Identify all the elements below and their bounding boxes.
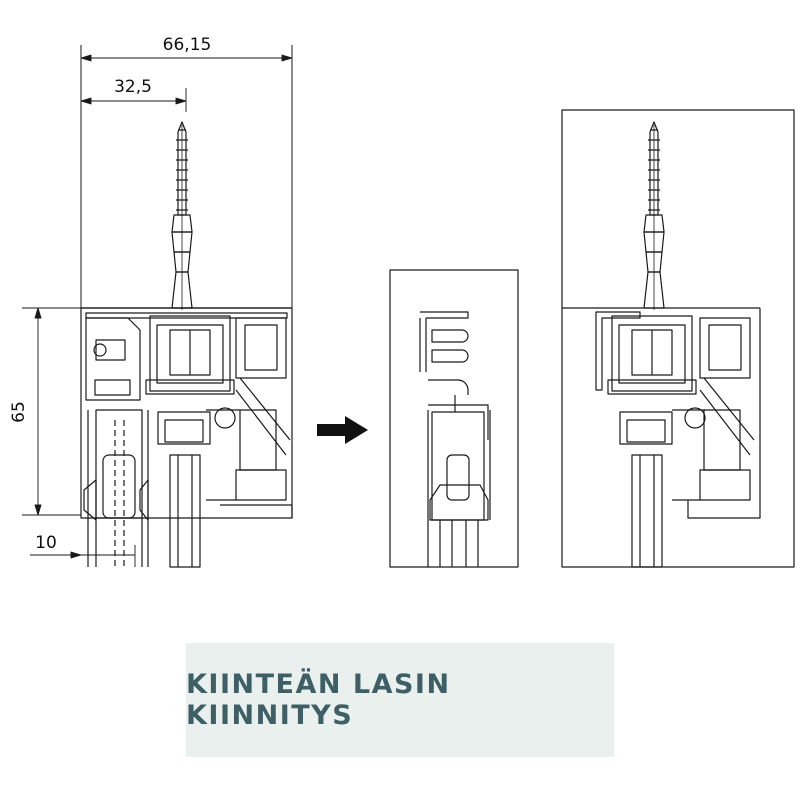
left-profile-detail — [80, 45, 293, 568]
right-profile-detail — [561, 109, 795, 568]
screw-left — [171, 121, 193, 310]
dimension-screw-offset: 32,5 — [114, 77, 152, 97]
caption-title: KIINTEÄN LASIN KIINNITYS — [186, 669, 451, 731]
technical-drawing: 66,15 32,5 65 10 — [9, 35, 795, 568]
right-arrow-icon — [317, 416, 368, 444]
dimension-lines — [22, 54, 293, 567]
middle-profile-detail — [389, 269, 519, 568]
screw-right — [643, 121, 665, 310]
dimension-glass-offset: 10 — [35, 533, 57, 553]
dimension-profile-height: 65 — [9, 401, 29, 423]
caption-banner: KIINTEÄN LASIN KIINNITYS — [186, 643, 614, 757]
dimension-overall-width: 66,15 — [163, 35, 212, 55]
